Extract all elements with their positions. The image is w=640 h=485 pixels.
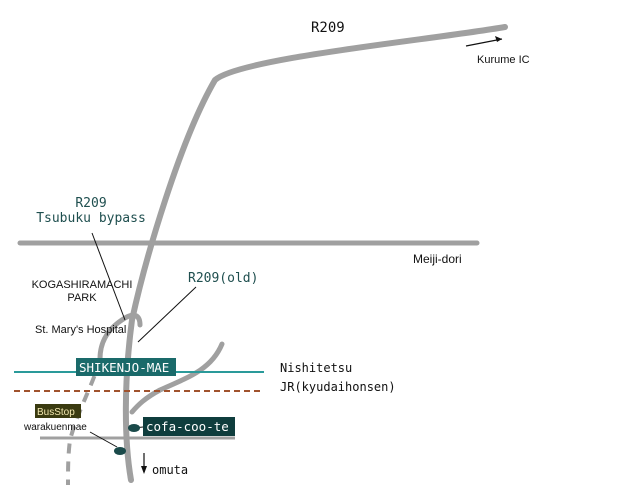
shop-marker-icon[interactable] bbox=[128, 424, 140, 432]
busstop-marker-icon[interactable] bbox=[114, 447, 126, 455]
shop-label[interactable]: cofa-coo-te bbox=[146, 419, 229, 434]
kurume-ic-label: Kurume IC bbox=[477, 54, 530, 66]
park-label-line1: KOGASHIRAMACHI bbox=[32, 279, 133, 291]
nishitetsu-label: Nishitetsu bbox=[280, 361, 352, 375]
meiji-dori-label: Meiji-dori bbox=[413, 252, 462, 266]
side-road-right bbox=[129, 341, 225, 415]
park-label-line2: PARK bbox=[67, 292, 97, 304]
station-label[interactable]: SHIKENJO-MAE bbox=[79, 360, 169, 375]
busstop-label-box bbox=[35, 404, 81, 418]
busstop-name-label: warakuenmae bbox=[23, 422, 87, 433]
bypass-label-line2: Tsubuku bypass bbox=[36, 211, 146, 226]
r209-old-label: R209(old) bbox=[188, 271, 258, 286]
station-label-box bbox=[76, 358, 176, 376]
r209-old-road bbox=[97, 312, 143, 362]
kurume-arrow-icon bbox=[465, 38, 503, 47]
jr-label: JR(kyudaihonsen) bbox=[280, 380, 396, 394]
r209-label: R209 bbox=[311, 20, 345, 36]
bypass-label-line1: R209 bbox=[75, 196, 106, 211]
shop-label-box bbox=[143, 417, 235, 436]
busstop-leader-line bbox=[89, 431, 118, 448]
busstop-label: BusStop bbox=[37, 407, 75, 418]
kurume-arrowhead-icon bbox=[495, 36, 502, 42]
old-road-leader-line bbox=[137, 286, 197, 343]
bypass-leader-line bbox=[91, 232, 126, 321]
hospital-label: St. Mary's Hospital bbox=[35, 324, 126, 336]
omuta-arrowhead-icon bbox=[141, 466, 147, 474]
dashed-old-road bbox=[66, 358, 102, 485]
omuta-label: omuta bbox=[152, 463, 188, 477]
